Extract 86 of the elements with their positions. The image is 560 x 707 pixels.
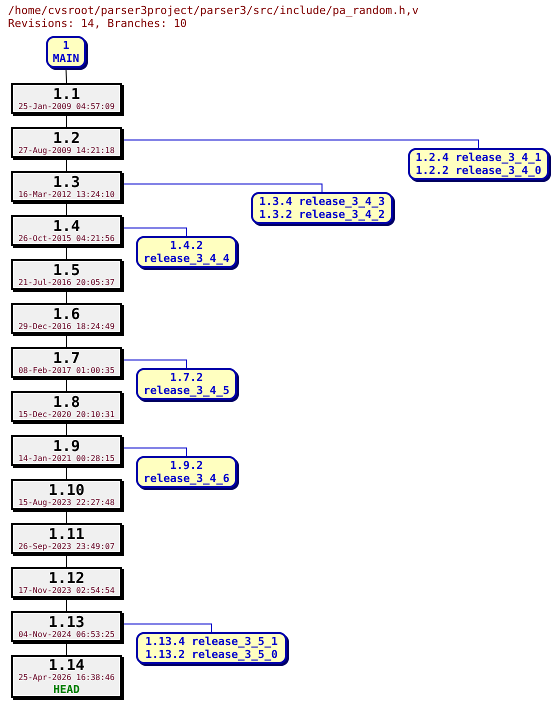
revision-summary: Revisions: 14, Branches: 10 xyxy=(8,17,187,30)
revision-number: 1.1 xyxy=(52,86,80,102)
branch-connector xyxy=(122,140,479,148)
revision-box xyxy=(11,83,122,114)
branch-box xyxy=(136,632,287,664)
revision-number: 1.14 xyxy=(48,657,85,673)
trunk-connector xyxy=(66,334,67,348)
revision-box xyxy=(11,523,122,554)
revision-box xyxy=(11,127,122,158)
revision-date: 04-Nov-2024 06:53:25 xyxy=(18,630,115,640)
branch-tag: 1.13.2 release_3_5_0 xyxy=(145,648,278,661)
revision-date: 08-Feb-2017 01:00:35 xyxy=(18,366,115,376)
branch-name: MAIN xyxy=(52,52,80,65)
revision-date: 25-Apr-2026 16:38:46 xyxy=(18,673,115,683)
revision-box xyxy=(11,391,122,422)
trunk-connector xyxy=(66,202,67,216)
trunk-connector xyxy=(66,598,67,612)
revision-box xyxy=(11,303,122,334)
branch-tag: 1.13.4 release_3_5_1 xyxy=(145,635,278,648)
revision-number: 1.13 xyxy=(48,614,85,630)
revision-box xyxy=(11,611,122,642)
revision-number: 1.4 xyxy=(52,218,80,234)
branch-connector xyxy=(122,360,187,368)
branch-box xyxy=(408,148,549,180)
branch-tag: release_3_4_5 xyxy=(143,384,230,397)
branch-tag: 1.4.2 xyxy=(170,239,204,252)
revision-date: 26-Oct-2015 04:21:56 xyxy=(18,234,115,244)
branch-tag: 1.2.4 release_3_4_1 xyxy=(416,151,542,164)
trunk-connector xyxy=(66,422,67,436)
branch-tag: 1.3.2 release_3_4_2 xyxy=(259,208,385,221)
revision-box xyxy=(11,567,122,598)
revision-date: 21-Jul-2016 20:05:37 xyxy=(18,278,115,288)
revision-box xyxy=(11,171,122,202)
trunk-connector xyxy=(66,642,67,656)
revision-box xyxy=(11,479,122,510)
revision-date: 16-Mar-2012 13:24:10 xyxy=(18,190,115,200)
revision-number: 1.7 xyxy=(52,350,80,366)
branch-tag: 1.2.2 release_3_4_0 xyxy=(416,164,542,177)
revision-number: 1.3 xyxy=(52,174,80,190)
trunk-connector xyxy=(66,290,67,304)
revision-box xyxy=(11,259,122,290)
branch-box xyxy=(136,456,237,488)
trunk-connector xyxy=(66,554,67,568)
revision-box xyxy=(11,655,122,698)
trunk-connector xyxy=(66,246,67,260)
trunk-label-box xyxy=(46,36,86,68)
revision-date: 25-Jan-2009 04:57:09 xyxy=(18,102,115,112)
branch-tag: 1.7.2 xyxy=(170,371,204,384)
trunk-connector xyxy=(66,510,67,524)
head-tag: HEAD xyxy=(53,683,80,696)
revision-box xyxy=(11,435,122,466)
revision-date: 27-Aug-2009 14:21:18 xyxy=(18,146,115,156)
branch-connector xyxy=(122,448,187,456)
revision-box xyxy=(11,215,122,246)
trunk-connector xyxy=(66,466,67,480)
branch-box xyxy=(136,368,237,400)
branch-box xyxy=(136,236,237,268)
revision-number: 1.8 xyxy=(52,394,80,410)
trunk-connector xyxy=(66,378,67,392)
branch-connector xyxy=(122,184,322,192)
revision-box xyxy=(11,347,122,378)
revision-date: 15-Dec-2020 20:10:31 xyxy=(18,410,115,420)
branch-tag: release_3_4_4 xyxy=(143,252,230,265)
revision-date: 17-Nov-2023 02:54:54 xyxy=(18,586,115,596)
revision-date: 26-Sep-2023 23:49:07 xyxy=(18,542,115,552)
trunk-connector xyxy=(66,158,67,172)
branch-connector xyxy=(122,228,187,236)
revision-number: 1.2 xyxy=(52,130,80,146)
branch-number: 1 xyxy=(62,39,70,52)
trunk-connector xyxy=(66,114,67,128)
branch-connector xyxy=(122,624,212,632)
branch-tag: 1.9.2 xyxy=(170,459,204,472)
file-path-title: /home/cvsroot/parser3project/parser3/src/include/pa_random.h,v xyxy=(8,4,419,17)
branch-tag: 1.3.4 release_3_4_3 xyxy=(259,195,385,208)
revision-date: 14-Jan-2021 00:28:15 xyxy=(18,454,115,464)
revision-number: 1.6 xyxy=(52,306,80,322)
revision-date: 15-Aug-2023 22:27:48 xyxy=(18,498,115,508)
revision-date: 29-Dec-2016 18:24:49 xyxy=(18,322,115,332)
branch-box xyxy=(251,192,393,224)
trunk-connector xyxy=(66,68,67,84)
branch-tag: release_3_4_6 xyxy=(143,472,230,485)
revision-number: 1.5 xyxy=(52,262,80,278)
revision-number: 1.9 xyxy=(52,438,80,454)
revision-number: 1.12 xyxy=(48,570,85,586)
revision-number: 1.10 xyxy=(48,482,85,498)
revision-number: 1.11 xyxy=(48,526,85,542)
